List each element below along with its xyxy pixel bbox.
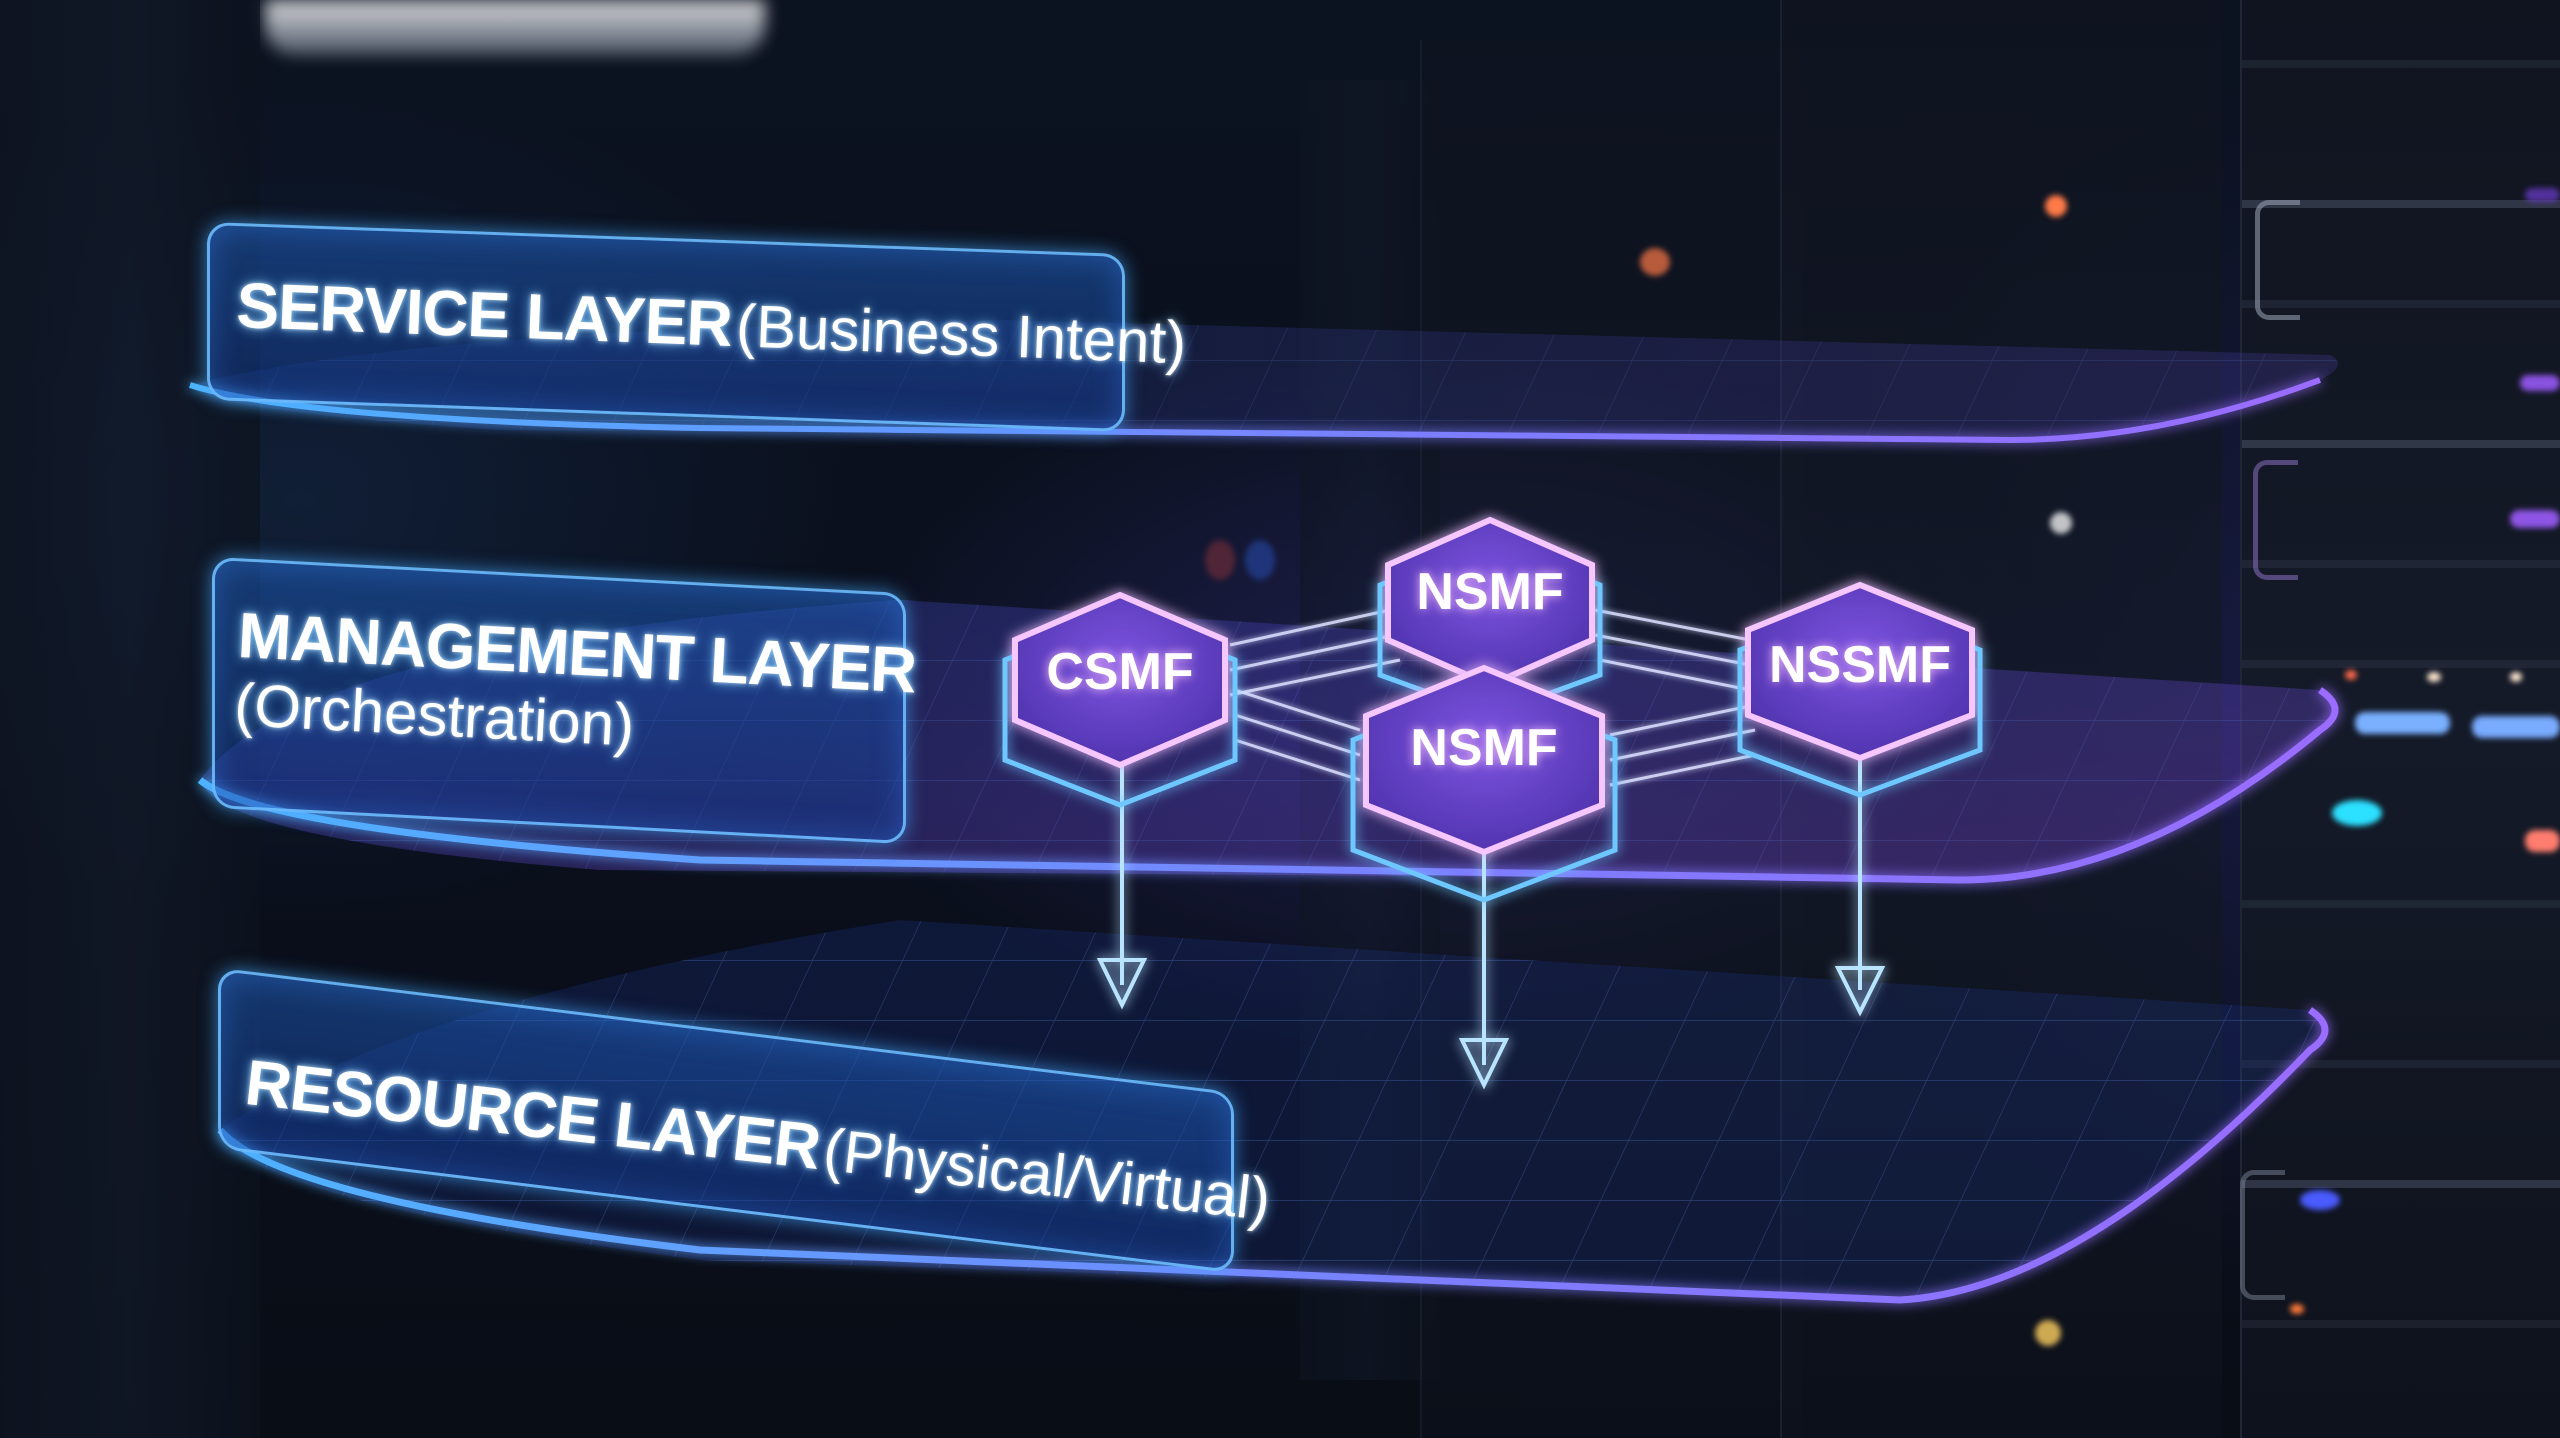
hex-node-shapes	[1002, 516, 1983, 903]
status-led-white	[2510, 672, 2522, 682]
status-led-orange	[2290, 1304, 2304, 1314]
hex-node-nsmf-top: NSMF	[1416, 563, 1564, 621]
ceiling-light	[265, 0, 765, 55]
status-led-orange	[1640, 248, 1670, 276]
hex-node-csmf: CSMF	[1046, 643, 1194, 701]
rack-handle	[2255, 200, 2300, 320]
status-bar-orange	[2525, 830, 2560, 852]
arrows-to-resource	[1096, 760, 1886, 1090]
status-led-red	[1205, 540, 1235, 580]
status-bar-blue	[2355, 712, 2450, 734]
hex-node-nssmf: NSSMF	[1769, 636, 1951, 694]
status-bar-purple	[2520, 375, 2560, 391]
hex-node-nsmf-bottom: NSMF	[1410, 719, 1558, 777]
status-bar-blue	[2472, 716, 2560, 738]
status-bar-purple	[2525, 188, 2560, 202]
service-layer-subtitle: (Business Intent)	[734, 292, 1188, 377]
rack-handle	[2240, 1170, 2285, 1300]
status-led-orange	[2045, 195, 2067, 217]
node-connections	[1229, 608, 1756, 787]
status-led-red	[2345, 670, 2357, 680]
rack-handle	[2253, 460, 2298, 580]
status-led-blue	[2300, 1190, 2340, 1210]
status-led-white	[2050, 512, 2072, 534]
status-led-blue	[1245, 540, 1275, 580]
status-led-cyan	[2332, 800, 2382, 826]
status-led-white	[2427, 672, 2441, 682]
status-led-yellow	[2035, 1320, 2061, 1346]
status-bar-purple	[2510, 510, 2560, 528]
